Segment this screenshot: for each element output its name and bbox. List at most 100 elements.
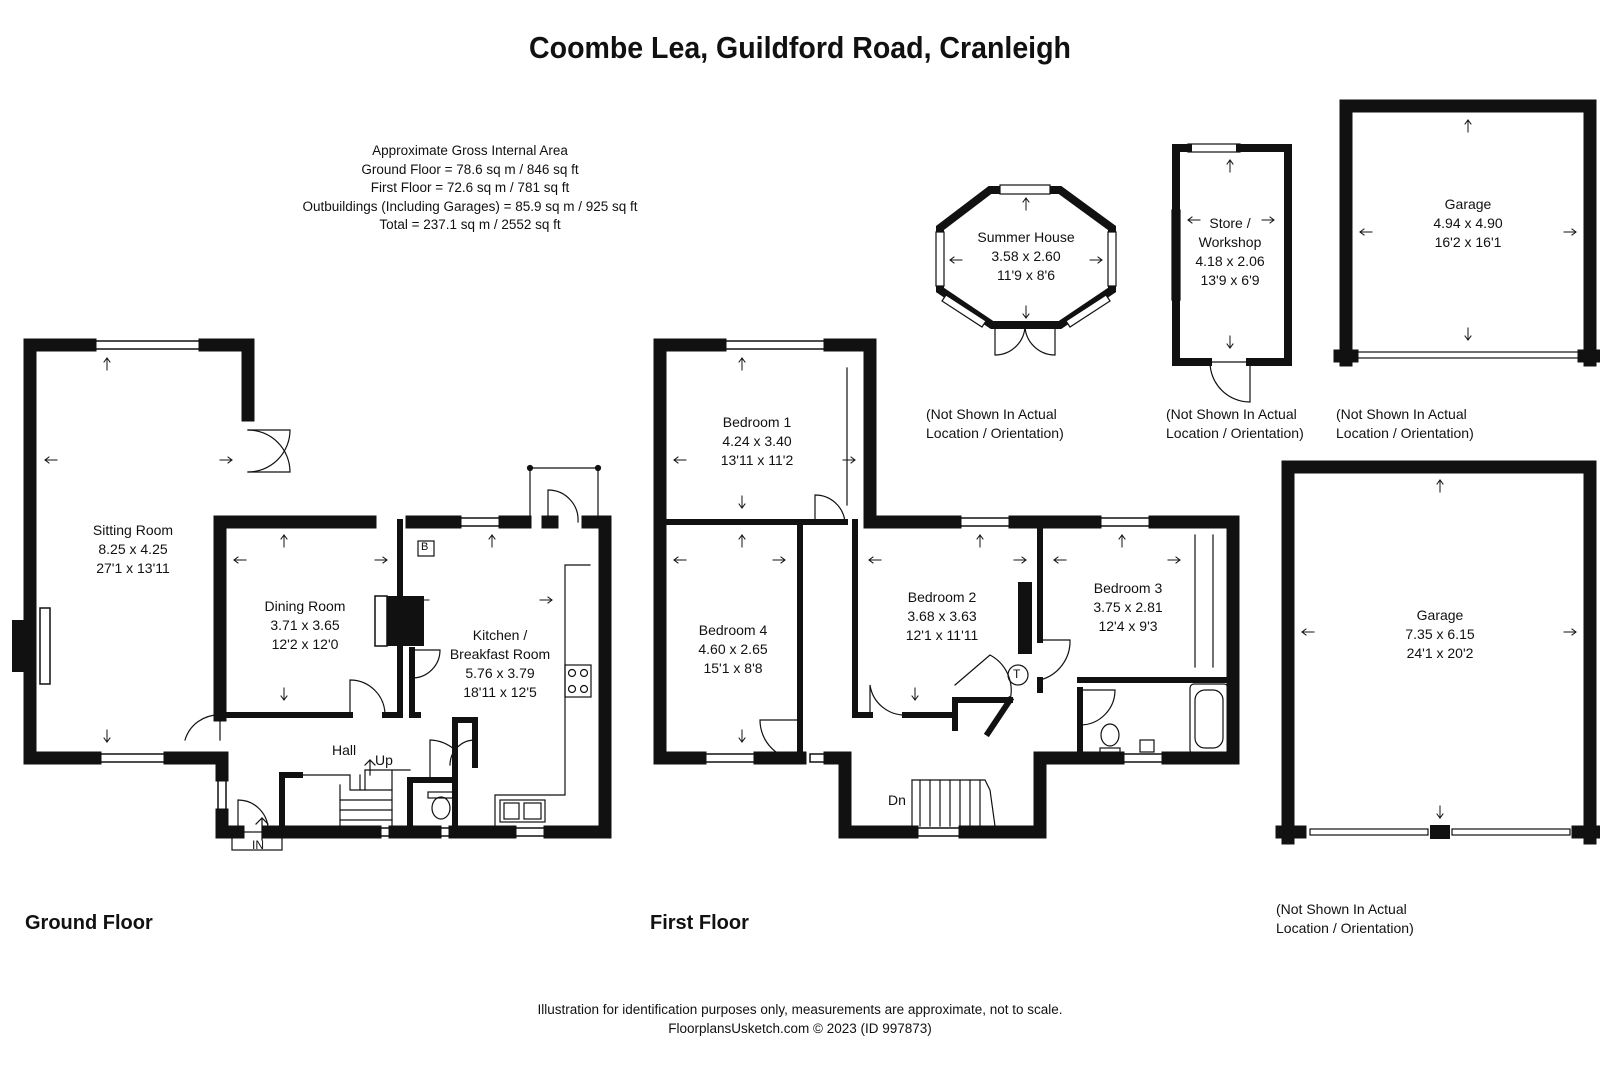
- room-imperial: 13'9 x 6'9: [1200, 272, 1260, 288]
- dimension-arrow: [1261, 216, 1275, 224]
- room-imperial: 16'2 x 16'1: [1434, 234, 1502, 250]
- room-name: Store /: [1209, 215, 1251, 231]
- dimension-arrow: [1359, 228, 1373, 236]
- room-bedroom2: Bedroom 2 3.68 x 3.63 12'1 x 11'11: [906, 588, 979, 645]
- dimension-arrow: [738, 729, 746, 743]
- dimension-arrow: [1053, 556, 1067, 564]
- dimension-arrow: [738, 357, 746, 371]
- room-metric: 4.60 x 2.65: [698, 641, 768, 657]
- room-metric: 3.58 x 2.60: [991, 248, 1061, 264]
- room-metric: 3.71 x 3.65: [270, 617, 340, 633]
- note-line: (Not Shown In Actual: [1276, 901, 1407, 917]
- dimension-arrow: [1089, 256, 1103, 264]
- dimension-arrow: [1563, 628, 1577, 636]
- summer-house-plan: [935, 184, 1117, 356]
- dimension-arrow: [911, 687, 919, 701]
- dimension-arrow: [1187, 216, 1201, 224]
- label-boiler: B: [421, 541, 429, 553]
- dimension-arrow: [1301, 628, 1315, 636]
- dimension-arrow: [1226, 159, 1234, 173]
- room-metric: 4.24 x 3.40: [722, 433, 792, 449]
- dimension-arrow: [1563, 228, 1577, 236]
- room-name: Garage: [1444, 196, 1492, 212]
- room-name: Workshop: [1198, 234, 1262, 250]
- room-name: Bedroom 2: [907, 589, 977, 605]
- page-title: Coombe Lea, Guildford Road, Cranleigh: [529, 30, 1071, 65]
- room-metric: 8.25 x 4.25: [98, 541, 168, 557]
- footer-line1: Illustration for identification purposes…: [537, 1002, 1063, 1017]
- note-store: (Not Shown In Actual Location / Orientat…: [1166, 405, 1304, 443]
- ground-floor-plan: [12, 338, 612, 851]
- dimension-arrow: [1436, 479, 1444, 493]
- footer-line2: FloorplansUsketch.com © 2023 (ID 997873): [668, 1020, 932, 1036]
- note-line: Location / Orientation): [1166, 425, 1304, 441]
- dimension-arrow: [219, 456, 233, 464]
- room-name: Kitchen /: [472, 627, 528, 643]
- label-up: Up: [375, 752, 393, 768]
- dimension-arrow: [738, 534, 746, 548]
- dimension-arrow: [488, 534, 496, 548]
- room-imperial: 12'2 x 12'0: [271, 636, 339, 652]
- room-name: Garage: [1416, 607, 1464, 623]
- label-hall: Hall: [332, 742, 357, 758]
- room-summer-house: Summer House 3.58 x 2.60 11'9 x 8'6: [977, 228, 1074, 285]
- floor-label-ground: Ground Floor: [25, 912, 153, 934]
- room-name: Bedroom 1: [722, 414, 792, 430]
- dimension-arrow: [103, 357, 111, 371]
- room-imperial: 27'1 x 13'11: [96, 560, 170, 576]
- area-summary: Approximate Gross Internal Area Ground F…: [260, 142, 680, 235]
- footer-disclaimer: Illustration for identification purposes…: [0, 1001, 1600, 1038]
- dimension-arrow: [949, 256, 963, 264]
- room-metric: 3.75 x 2.81: [1093, 599, 1163, 615]
- measurement-arrows: [44, 119, 1577, 819]
- area-heading: Approximate Gross Internal Area: [372, 143, 568, 158]
- note-line: Location / Orientation): [926, 425, 1064, 441]
- room-imperial: 12'4 x 9'3: [1098, 618, 1158, 634]
- dimension-arrow: [539, 596, 553, 604]
- room-bedroom3: Bedroom 3 3.75 x 2.81 12'4 x 9'3: [1093, 579, 1162, 636]
- dimension-arrow: [976, 534, 984, 548]
- garage-small-plan: [1333, 99, 1600, 367]
- room-imperial: 11'9 x 8'6: [996, 267, 1056, 283]
- label-tank: T: [1013, 667, 1021, 681]
- dimension-arrow: [1013, 556, 1027, 564]
- room-imperial: 15'1 x 8'8: [703, 660, 763, 676]
- dimension-arrow: [416, 596, 430, 604]
- room-dining: Dining Room 3.71 x 3.65 12'2 x 12'0: [265, 597, 346, 654]
- area-total: Total = 237.1 sq m / 2552 sq ft: [379, 217, 561, 232]
- note-summer-house: (Not Shown In Actual Location / Orientat…: [926, 405, 1064, 443]
- room-bedroom4: Bedroom 4 4.60 x 2.65 15'1 x 8'8: [698, 621, 767, 678]
- note-line: (Not Shown In Actual: [1336, 406, 1467, 422]
- area-first: First Floor = 72.6 sq m / 781 sq ft: [370, 180, 570, 195]
- floor-label-first: First Floor: [650, 912, 749, 934]
- dimension-arrow: [1226, 335, 1234, 349]
- note-line: (Not Shown In Actual: [1166, 406, 1297, 422]
- room-name: Dining Room: [264, 598, 346, 614]
- label-in: IN: [252, 838, 264, 852]
- dimension-arrow: [1022, 197, 1030, 211]
- dimension-arrow: [772, 556, 786, 564]
- garage-large-plan: [1275, 460, 1600, 845]
- dimension-arrow: [280, 534, 288, 548]
- note-line: Location / Orientation): [1336, 425, 1474, 441]
- dimension-arrow: [1464, 119, 1472, 133]
- dimension-arrow: [1464, 327, 1472, 341]
- room-sitting: Sitting Room 8.25 x 4.25 27'1 x 13'11: [93, 521, 173, 578]
- room-name: Breakfast Room: [449, 646, 551, 662]
- note-garage-small: (Not Shown In Actual Location / Orientat…: [1336, 405, 1474, 443]
- room-metric: 4.94 x 4.90: [1433, 215, 1503, 231]
- dimension-arrow: [1022, 305, 1030, 319]
- dimension-arrow: [1118, 534, 1126, 548]
- first-floor-plan: [653, 338, 1240, 839]
- dimension-arrow: [103, 729, 111, 743]
- dimension-arrow: [233, 556, 247, 564]
- dimension-arrow: [673, 456, 687, 464]
- area-ground: Ground Floor = 78.6 sq m / 846 sq ft: [361, 161, 579, 177]
- room-metric: 7.35 x 6.15: [1405, 626, 1475, 642]
- dimension-arrow: [374, 556, 388, 564]
- note-line: Location / Orientation): [1276, 920, 1414, 936]
- room-store-workshop: Store / Workshop 4.18 x 2.06 13'9 x 6'9: [1195, 214, 1264, 290]
- room-imperial: 18'11 x 12'5: [463, 684, 537, 700]
- dimension-arrow: [1436, 805, 1444, 819]
